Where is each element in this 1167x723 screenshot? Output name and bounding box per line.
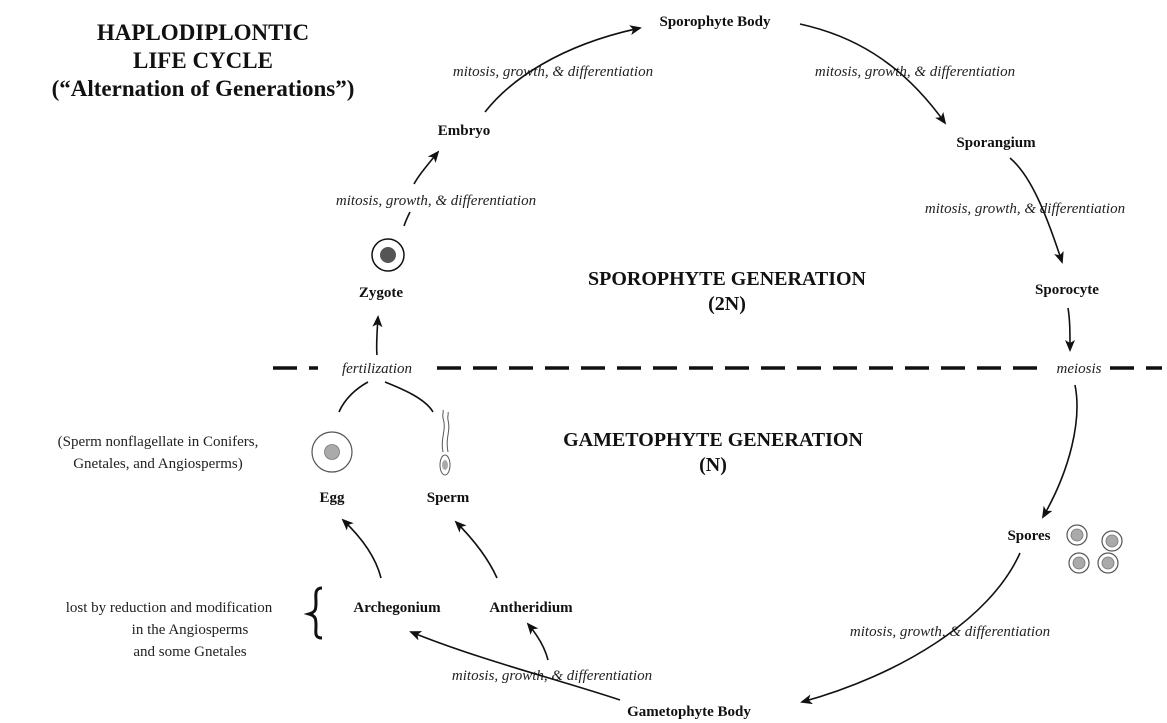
embryo-label: Embryo: [438, 123, 491, 139]
zygote-label: Zygote: [359, 285, 404, 301]
process-mgd-zygote-to-embryo: mitosis, growth, & differentiation: [336, 193, 536, 209]
arrow-fertilization-to-zygote: [372, 315, 383, 356]
spore-cell-icon: [1097, 552, 1119, 574]
arrow-gametophyte-body-to-archegonium: [409, 631, 621, 701]
process-mgd-sporangium-to-sporocyte: mitosis, growth, & differentiation: [925, 201, 1125, 217]
sporophyte-body-label: Sporophyte Body: [659, 14, 771, 30]
process-mgd-sporophyte-to-sporangium: mitosis, growth, & differentiation: [815, 64, 1015, 80]
archegonium-label: Archegonium: [353, 600, 441, 616]
arrow-sporangium-to-sporocyte: [1009, 157, 1064, 264]
gametophyte-ploidy-label: (N): [699, 454, 727, 476]
process-mgd-embryo-to-sporophyte: mitosis, growth, & differentiation: [453, 64, 653, 80]
arrow-zygote-to-embryo-upper: [413, 150, 440, 185]
egg-cell-icon: [311, 431, 353, 473]
lost-note-line-1: lost by reduction and modification: [66, 600, 273, 616]
arrow-sporocyte-to-meiosis: [1064, 307, 1075, 352]
gametophyte-generation-label: GAMETOPHYTE GENERATION: [563, 429, 863, 451]
sporangium-label: Sporangium: [956, 135, 1036, 151]
antheridium-label: Antheridium: [489, 600, 573, 616]
zygote-cell-icon: [371, 238, 405, 272]
arrow-sporophyte-body-to-sporangium: [799, 23, 947, 125]
title-line-2: LIFE CYCLE: [133, 48, 273, 73]
spores-label: Spores: [1007, 528, 1050, 544]
spore-cell-icon: [1101, 530, 1123, 552]
process-mgd-gametophyte-to-gametangia: mitosis, growth, & differentiation: [452, 668, 652, 684]
spore-cell-icon: [1066, 524, 1088, 546]
process-mgd-spores-to-gametophyte: mitosis, growth, & differentiation: [850, 624, 1050, 640]
spore-cell-icon: [1068, 552, 1090, 574]
arrow-meiosis-to-spores: [1042, 384, 1078, 519]
arrow-zygote-to-embryo-lower: [403, 211, 411, 227]
sperm-cell-icon: [439, 409, 451, 476]
lost-note-line-2: in the Angiosperms: [132, 622, 249, 638]
arrow-embryo-to-sporophyte-body: [484, 25, 642, 113]
diagram-title: HAPLODIPLONTIC LIFE CYCLE (“Alternation …: [52, 20, 355, 101]
gametophyte-body-label: Gametophyte Body: [627, 704, 751, 720]
arrow-spores-to-gametophyte-body: [800, 552, 1021, 705]
sporophyte-generation-label: SPOROPHYTE GENERATION: [588, 268, 867, 290]
sporophyte-ploidy-label: (2N): [708, 293, 746, 315]
sperm-note-line-1: (Sperm nonflagellate in Conifers,: [58, 434, 259, 450]
arrow-antheridium-to-sperm: [454, 520, 498, 579]
arrow-gametophyte-body-to-antheridium: [526, 622, 549, 661]
lost-note-line-3: and some Gnetales: [133, 644, 246, 660]
arrow-egg-to-fertilization: [338, 381, 369, 413]
process-fertilization: fertilization: [342, 361, 412, 377]
arrow-archegonium-to-egg: [341, 518, 382, 579]
sporocyte-label: Sporocyte: [1035, 282, 1099, 298]
sperm-note-line-2: Gnetales, and Angiosperms): [73, 456, 243, 472]
egg-label: Egg: [319, 490, 345, 506]
brace-icon: [303, 586, 323, 640]
sperm-label: Sperm: [427, 490, 470, 506]
title-line-1: HAPLODIPLONTIC: [97, 20, 309, 45]
process-meiosis: meiosis: [1057, 361, 1102, 377]
arrow-sperm-to-fertilization: [384, 381, 434, 413]
title-line-3: (“Alternation of Generations”): [52, 76, 355, 101]
